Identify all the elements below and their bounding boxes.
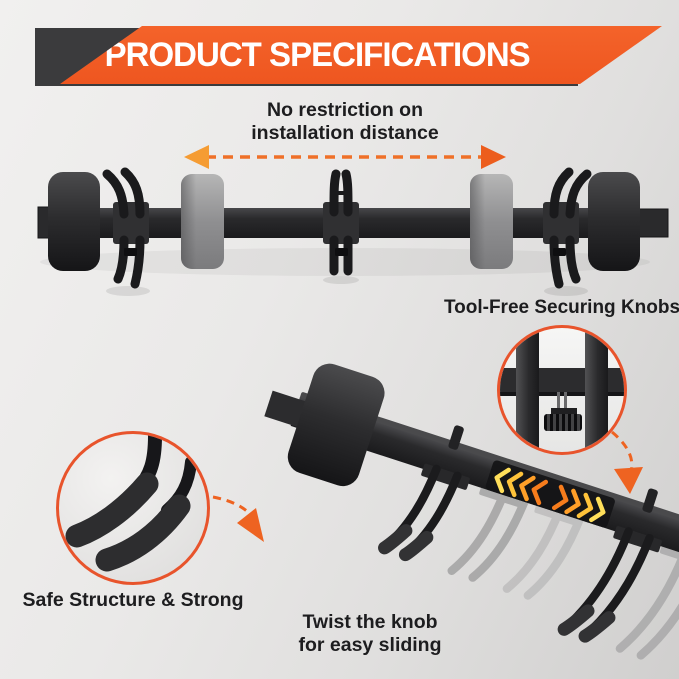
twist-knob-line2: for easy sliding [298, 634, 442, 656]
rail-end-cap [287, 363, 385, 487]
installation-note-line2: installation distance [251, 122, 439, 144]
twist-knob-note: Twist the knob for easy sliding [270, 611, 470, 657]
rail-end-cap-right [588, 172, 640, 271]
sliding-hook-pair [557, 488, 662, 643]
slide-chevrons-icon [485, 460, 615, 528]
inset-knurled-knob [544, 414, 582, 431]
ghost-hook-pair [615, 541, 679, 660]
securing-knob [335, 248, 348, 256]
distance-arrow-icon [184, 145, 506, 169]
installation-note-line1: No restriction on [266, 99, 423, 121]
double-hook-left [102, 167, 149, 289]
inset-knob-cap [551, 408, 577, 415]
installation-note: No restriction on installation distance [195, 99, 495, 145]
inset-hook-prong [585, 328, 608, 452]
wall-spacer-left [181, 174, 224, 269]
securing-knob [124, 248, 137, 256]
double-hook-center [323, 169, 359, 276]
knob-arrow-icon [611, 430, 643, 494]
tool-free-knobs-label: Tool-Free Securing Knobs [443, 297, 679, 318]
sliding-hook-pair [378, 425, 470, 562]
rail-stub-right [637, 208, 669, 238]
twist-knob-line1: Twist the knob [302, 611, 438, 633]
wall-spacer-right [470, 174, 513, 269]
securing-knob [553, 248, 566, 256]
double-hook-right [543, 167, 592, 289]
knob-zoom-inset [497, 325, 627, 455]
inset-hook-prong [516, 328, 539, 452]
inset-screw-threads [557, 392, 560, 414]
wall-rail-illustration [37, 167, 669, 296]
hook-arrow-icon [212, 495, 264, 542]
rail-stub [264, 390, 309, 429]
page-title: PRODUCT SPECIFICATIONS [104, 35, 530, 74]
foam-hook-tips [65, 434, 197, 572]
rail-end-cap-left [48, 172, 100, 271]
banner: PRODUCT SPECIFICATIONS [60, 26, 662, 84]
sliding-rail-illustration [264, 363, 679, 660]
hook-zoom-inset [56, 431, 210, 585]
safe-structure-label: Safe Structure & Strong [22, 589, 244, 611]
